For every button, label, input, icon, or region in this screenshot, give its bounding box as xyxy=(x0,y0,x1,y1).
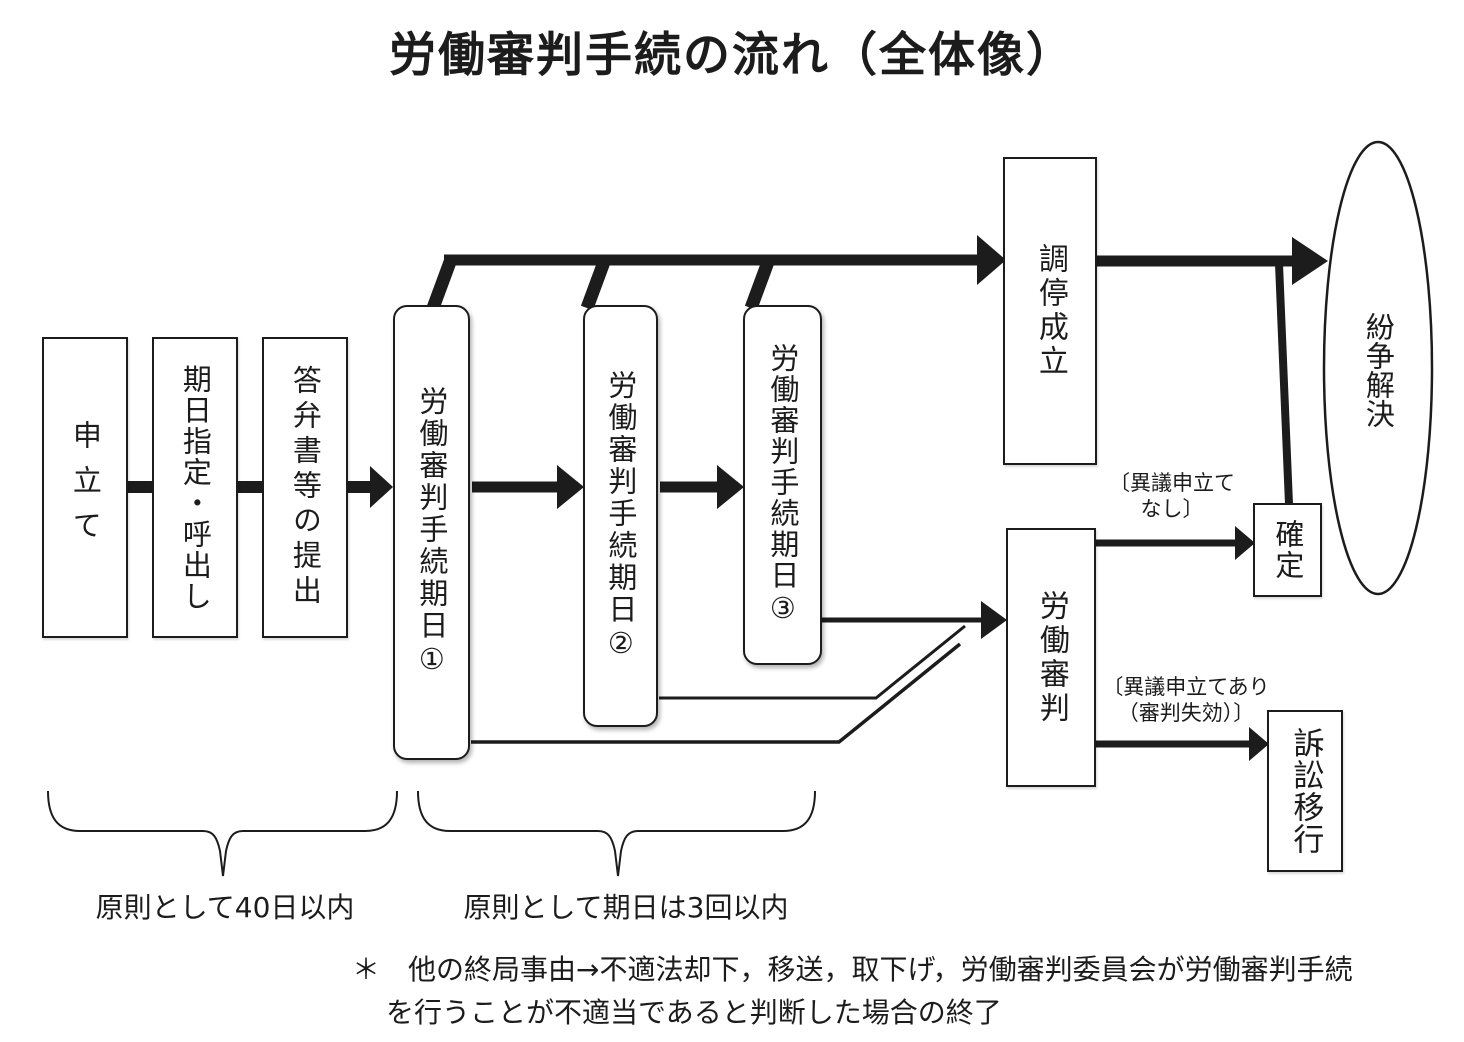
strut-hearing1-to-topline xyxy=(426,259,457,311)
node-labor-tribunal-label: 労働審判 xyxy=(1033,589,1069,726)
node-mediation-success: 調停成立 xyxy=(1003,157,1097,465)
arrow-hearing3-to-tribunal-head xyxy=(981,601,1007,639)
node-litigation-transfer-label: 訴訟移行 xyxy=(1287,727,1324,855)
node-hearing-1-label: 労働審判手続期日① xyxy=(414,386,449,679)
connector-hearing1-to-tribunal xyxy=(471,642,962,744)
node-hearing-3: 労働審判手続期日③ xyxy=(743,305,822,665)
brace-left xyxy=(47,790,398,877)
arrow-answer-to-hearing1-head xyxy=(370,466,393,508)
node-filing: 申立て xyxy=(42,337,128,638)
footnote-line2: を行うことが不適当であると判断した場合の終了 xyxy=(386,996,1002,1029)
node-hearing-2: 労働審判手続期日② xyxy=(583,305,658,727)
node-hearing-2-label: 労働審判手続期日② xyxy=(603,369,638,663)
arrow-hearing2-to-hearing3-head xyxy=(717,465,744,509)
strut-hearing3-to-topline xyxy=(744,259,775,311)
node-dispute-resolution: 紛争解決 xyxy=(1326,300,1430,440)
connector-hearing2-to-tribunal xyxy=(659,624,966,700)
node-litigation-transfer: 訴訟移行 xyxy=(1267,710,1343,872)
node-final-decision-label: 確定 xyxy=(1270,519,1305,581)
label-objection-line1: 〔異議申立てあり xyxy=(1102,675,1270,699)
node-hearing-3-label: 労働審判手続期日③ xyxy=(765,343,800,627)
label-objection-line2: （審判失効）〕 xyxy=(1117,701,1255,725)
node-mediation-success-label: 調停成立 xyxy=(1032,243,1068,379)
node-dispute-resolution-label: 紛争解決 xyxy=(1361,312,1396,428)
node-date-summons: 期日指定・呼出し xyxy=(152,337,238,638)
brace-right xyxy=(417,790,816,877)
connector-final-to-resolution xyxy=(1275,263,1293,505)
label-brace-right: 原則として期日は3回以内 xyxy=(463,891,789,924)
node-answer-submission-label: 答弁書等の提出 xyxy=(288,365,323,610)
arrow-tribunal-to-litigation-head xyxy=(1249,727,1269,761)
node-date-summons-label: 期日指定・呼出し xyxy=(178,363,213,612)
arrow-mediation-to-resolution-head xyxy=(1292,237,1328,285)
node-final-decision: 確定 xyxy=(1253,503,1322,597)
node-answer-submission: 答弁書等の提出 xyxy=(262,337,348,638)
label-no-objection: 〔異議申立て なし〕 xyxy=(1100,470,1244,522)
diagram-title: 労働審判手続の流れ（全体像） xyxy=(389,28,1075,83)
dispute-resolution-ellipse xyxy=(1322,140,1434,596)
strut-hearing2-to-topline xyxy=(580,259,611,311)
node-filing-label: 申立て xyxy=(68,420,103,555)
arrow-hearing1-to-hearing2-head xyxy=(557,465,584,509)
label-objection: 〔異議申立てあり （審判失効）〕 xyxy=(1094,674,1278,726)
label-no-objection-line2: なし〕 xyxy=(1140,497,1204,521)
node-hearing-1: 労働審判手続期日① xyxy=(393,305,470,760)
node-labor-tribunal: 労働審判 xyxy=(1006,528,1096,787)
arrow-topline-to-mediation-head xyxy=(977,235,1006,285)
arrow-tribunal-to-final-head xyxy=(1235,526,1255,560)
footnote-line1: ＊ 他の終局事由→不適法却下，移送，取下げ，労働審判委員会が労働審判手続 xyxy=(352,953,1353,986)
label-no-objection-line1: 〔異議申立て xyxy=(1109,471,1235,495)
label-brace-left: 原則として40日以内 xyxy=(95,891,355,924)
